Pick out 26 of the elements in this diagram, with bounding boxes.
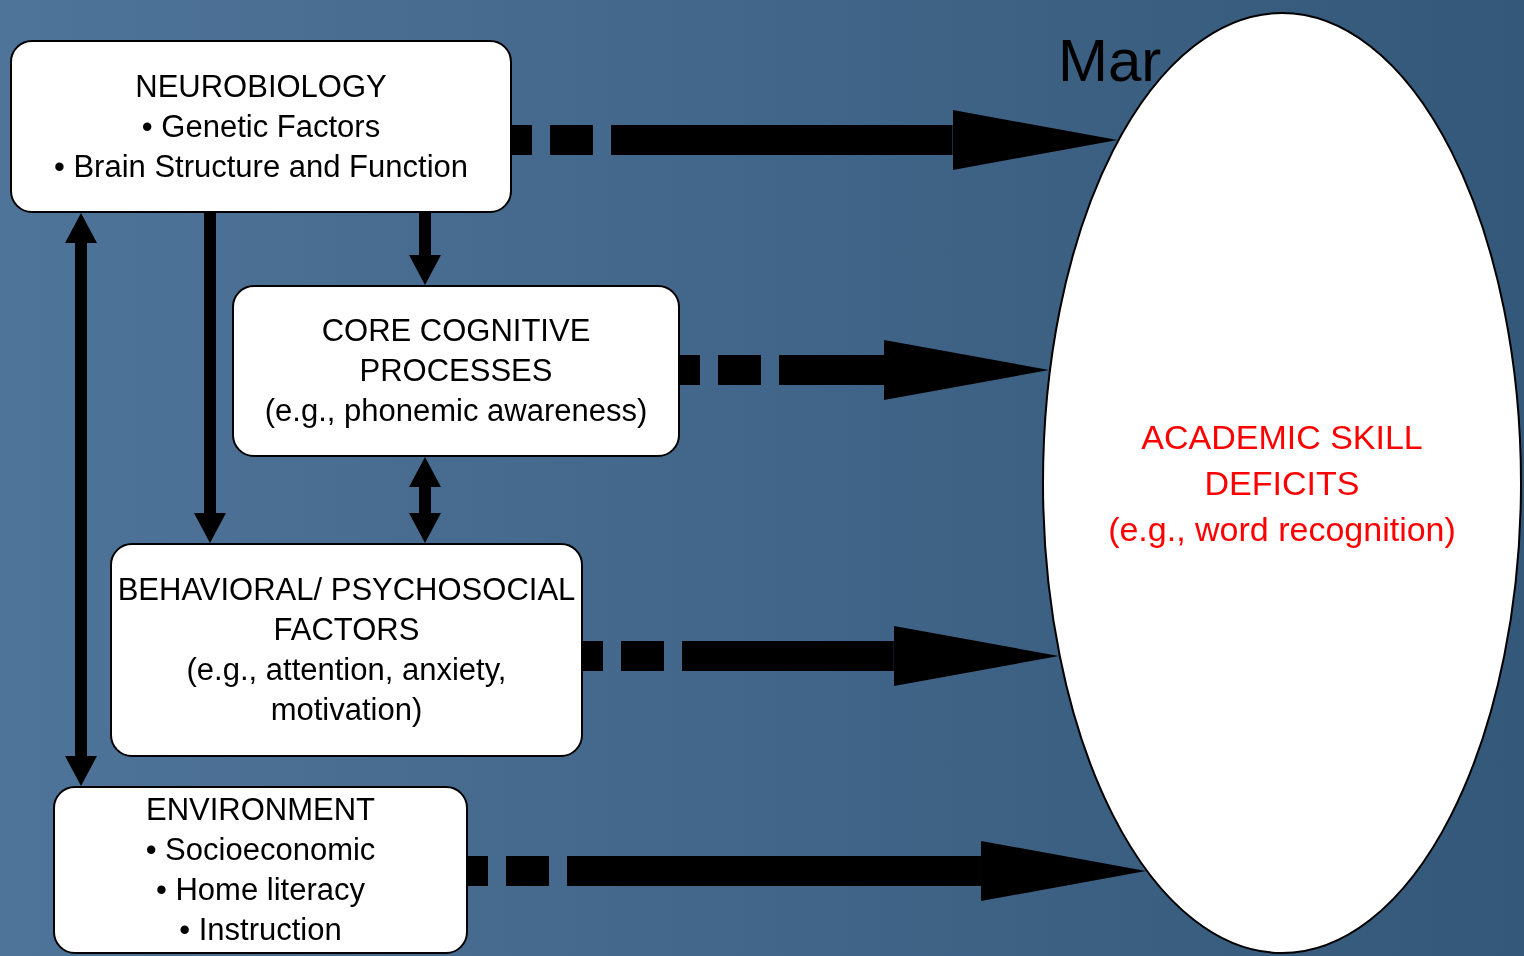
arrow — [65, 213, 97, 786]
arrow — [468, 841, 1146, 901]
node-text: • Brain Structure and Function — [53, 147, 469, 186]
rounded-box — [232, 285, 680, 457]
heading-text: Mar — [1058, 26, 1162, 96]
rounded-box — [53, 786, 468, 954]
node-text: • Genetic Factors — [141, 107, 381, 146]
node-title: BEHAVIORAL/ PSYCHOSOCIAL FACTORS — [116, 571, 577, 649]
node-title: ENVIRONMENT — [145, 791, 376, 829]
node-title: CORE COGNITIVE PROCESSES — [320, 312, 592, 390]
node-text: • Socioeconomic — [145, 831, 376, 869]
arrow — [409, 213, 441, 285]
arrow — [512, 110, 1118, 170]
arrow — [583, 626, 1059, 686]
rounded-box — [10, 40, 512, 213]
node-text: (e.g., phonemic awareness) — [264, 392, 648, 430]
node-title: NEUROBIOLOGY — [135, 67, 387, 106]
arrow — [680, 340, 1049, 400]
node-text: • Instruction — [179, 911, 342, 949]
arrow — [194, 213, 226, 543]
node-text: • Home literacy — [156, 871, 365, 909]
node-text: (e.g., word recognition) — [1107, 509, 1457, 550]
rounded-box — [110, 543, 583, 757]
node-text: (e.g., attention, anxiety, motivation) — [185, 651, 508, 729]
arrow — [409, 457, 441, 543]
node-title: ACADEMIC SKILL DEFICITS — [1140, 417, 1424, 504]
